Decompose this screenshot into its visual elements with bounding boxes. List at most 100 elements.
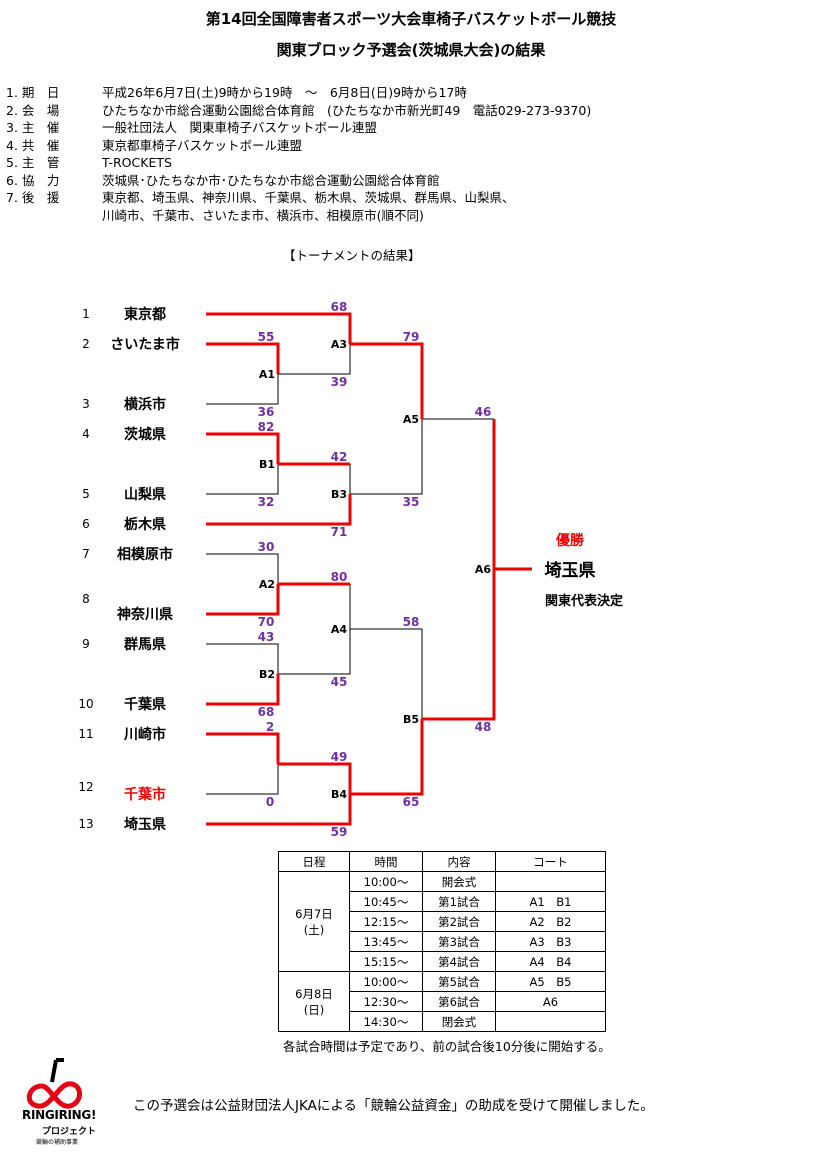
info-row: 5. 主 管 T-ROCKETS [6, 154, 591, 172]
bracket-line [206, 764, 279, 795]
score: 42 [331, 450, 348, 464]
game-labels: A1 B1 A2 B2 A3 B3 A4 B4 A5 B5 A6 [259, 338, 492, 801]
schedule-time: 10:00～ [349, 871, 423, 892]
schedule-row: 13:45～ 第3試合 A3 B3 [279, 931, 606, 952]
game-label: A3 [331, 338, 347, 351]
score: 71 [331, 525, 348, 539]
info-row: 2. 会 場 ひたちなか市総合運動公園総合体育館 (ひたちなか市新光町49 電話0… [6, 102, 591, 120]
ringiring-logo-icon [26, 1058, 82, 1109]
schedule-header: コート [495, 851, 606, 872]
info-row: 6. 協 力 茨城県･ひたちなか市･ひたちなか市総合運動公園総合体育館 [6, 172, 591, 190]
team-name: 埼玉県 [124, 816, 166, 833]
schedule-content: 第6試合 [422, 991, 496, 1012]
team-number: 8 [82, 592, 90, 606]
game-label: A5 [403, 413, 419, 426]
team-name: 千葉県 [124, 696, 166, 713]
team-name: 栃木県 [124, 516, 166, 533]
score: 82 [258, 420, 275, 434]
schedule-court: A3 B3 [495, 931, 606, 952]
score: 68 [331, 300, 348, 314]
team-number: 5 [82, 487, 90, 501]
schedule-time: 13:45～ [349, 931, 423, 952]
score: 68 [258, 705, 275, 719]
team-number: 4 [82, 427, 90, 441]
game-label: B2 [259, 668, 275, 681]
score: 49 [331, 750, 348, 764]
info-label: 7. 後 援 [6, 190, 60, 205]
schedule-time: 15:15～ [349, 951, 423, 972]
schedule-time: 10:45～ [349, 891, 423, 912]
champion-team: 埼玉県 [545, 560, 596, 581]
info-value: ひたちなか市総合運動公園総合体育館 (ひたちなか市新光町49 電話029-273… [102, 102, 592, 118]
score: 43 [258, 630, 275, 644]
team-number: 1 [82, 307, 90, 321]
tournament-heading: 【トーナメントの結果】 [283, 248, 421, 263]
schedule-court: A4 B4 [495, 951, 606, 972]
title-line-2: 関東ブロック予選会(茨城県大会)の結果 [276, 41, 546, 59]
logo-subtitle: プロジェクト [42, 1127, 97, 1137]
champion-label: 優勝 [555, 532, 585, 549]
score: 46 [475, 405, 492, 419]
score: 2 [266, 720, 274, 734]
schedule-content: 第4試合 [422, 951, 496, 972]
title-line-1: 第14回全国障害者スポーツ大会車椅子バスケットボール競技 [205, 10, 617, 28]
team-name: 神奈川県 [117, 606, 173, 623]
schedule-row: 12:15～ 第2試合 A2 B2 [279, 911, 606, 932]
info-row: 4. 共 催東京都車椅子バスケットボール連盟 [6, 137, 591, 155]
info-value: 茨城県･ひたちなか市･ひたちなか市総合運動公園総合体育館 [102, 172, 440, 188]
schedule-court: A6 [495, 991, 606, 1012]
winner-line [206, 584, 280, 616]
info-label: 6. 協 力 [6, 172, 60, 188]
logo-title: RINGIRING! [22, 1108, 97, 1122]
score: 36 [258, 405, 275, 419]
info-row: 川崎市、千葉市、さいたま市、横浜市、相模原市(順不同) [6, 207, 591, 225]
schedule-court: A5 B5 [495, 971, 606, 992]
bracket-line [206, 553, 279, 584]
info-label: 5. 主 管 [6, 155, 60, 170]
logo-caption: 競輪の補助事業 [36, 1139, 79, 1146]
bracket-lines [206, 312, 532, 826]
score: 70 [258, 615, 275, 629]
team-name: 川崎市 [123, 726, 166, 743]
score: 65 [403, 795, 420, 809]
info-label: 2. 会 場 [6, 102, 60, 118]
bracket-line [206, 643, 279, 674]
game-label: A2 [259, 578, 275, 591]
team-number: 6 [82, 517, 90, 531]
team-name: 山梨県 [124, 486, 166, 503]
team-number: 7 [82, 547, 90, 561]
schedule-day: 6月7日 (土) [278, 871, 350, 972]
score: 55 [258, 330, 275, 344]
score: 58 [403, 615, 420, 629]
schedule-content: 開会式 [422, 871, 496, 892]
winner-line [278, 762, 352, 794]
info-row: 1. 期 日平成26年6月7日(土)9時から19時 ～ 6月8日(日)9時から1… [6, 84, 591, 102]
team-name: 千葉市 [124, 786, 166, 803]
team-name: 東京都 [124, 306, 166, 323]
score: 45 [331, 675, 348, 689]
footer-text: この予選会は公益財団法人JKAによる「競輪公益資金」の助成を受けて開催しました。 [133, 1098, 654, 1114]
team-name: 横浜市 [124, 396, 166, 413]
schedule-header: 日程 [278, 851, 350, 872]
winner-line [206, 342, 280, 374]
schedule-row: 14:30～ 閉会式 [279, 1011, 606, 1032]
winner-line [206, 674, 280, 706]
bracket-line [278, 344, 351, 375]
schedule-time: 12:30～ [349, 991, 423, 1012]
bracket-line [206, 464, 279, 495]
score: 35 [403, 495, 420, 509]
score: 32 [258, 495, 275, 509]
game-label: B3 [331, 488, 347, 501]
schedule-court [495, 1011, 606, 1032]
winner-line [206, 494, 352, 526]
schedule-time: 14:30～ [349, 1011, 423, 1032]
score: 48 [475, 720, 492, 734]
info-value: 川崎市、千葉市、さいたま市、横浜市、相模原市(順不同) [102, 207, 424, 223]
scores: 68 55 79 39 36 82 42 46 32 35 71 30 80 7… [258, 300, 492, 839]
team-name: 茨城県 [124, 426, 166, 443]
team-name: さいたま市 [110, 336, 180, 353]
info-value: T-ROCKETS [102, 155, 172, 170]
team-number: 13 [78, 817, 93, 831]
team-numbers: 1 2 3 4 5 6 7 8 9 10 11 12 13 [78, 307, 93, 831]
score: 0 [266, 795, 274, 809]
